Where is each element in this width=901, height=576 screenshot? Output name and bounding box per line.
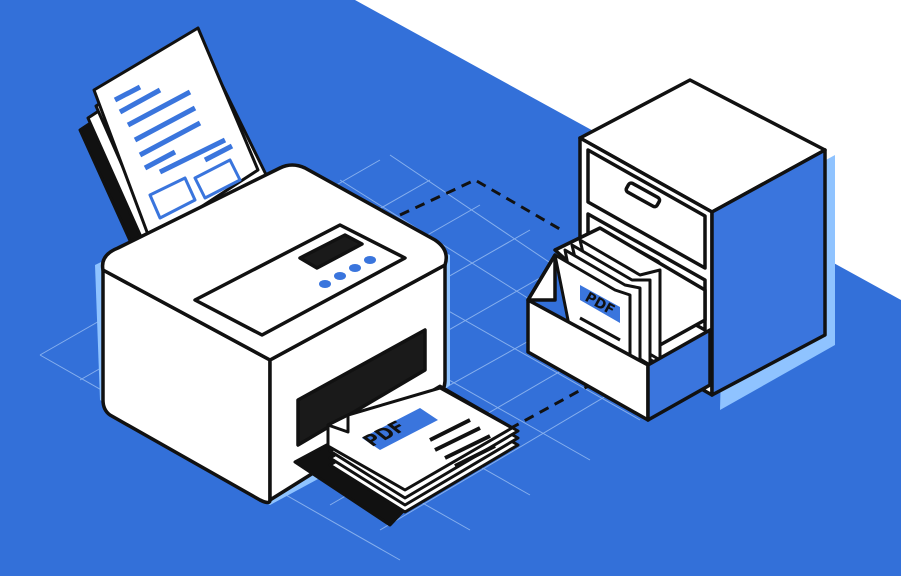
printer-button-2 [334,272,346,280]
output-tray [293,384,520,527]
printer-buttons [319,256,376,288]
cabinet-pdf-badge [580,285,620,323]
cabinet-drawer-top [586,148,707,270]
printer-button-3 [349,264,361,272]
printer-button-1 [319,280,331,288]
printer-pdf-badge [362,408,438,450]
printer-icon: PDF [78,26,520,527]
filing-cabinet-icon: PDF [526,78,835,422]
printer-body [100,163,448,505]
printer-button-4 [364,256,376,264]
printer-display [298,233,364,270]
